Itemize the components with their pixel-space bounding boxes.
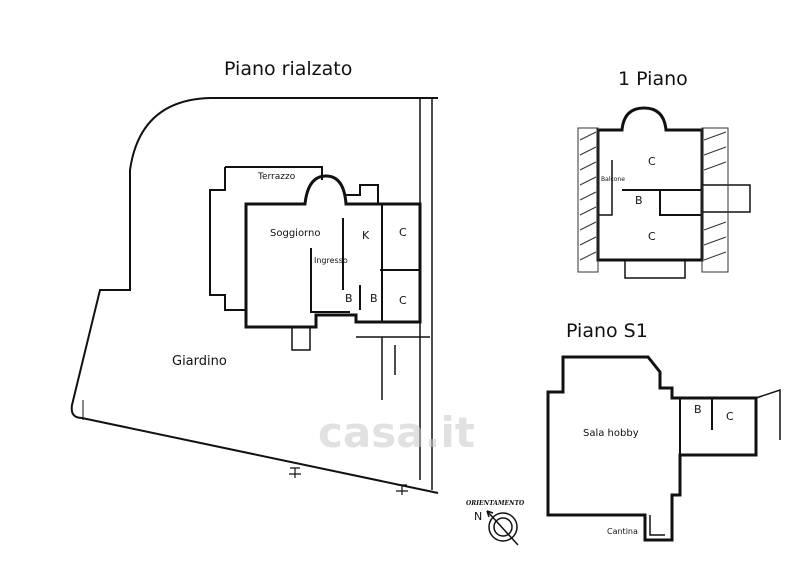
basement-room-cellar: Cantina (607, 527, 638, 536)
orientation-north: N (474, 510, 483, 523)
first-room-bedroom-2: C (648, 230, 656, 243)
garden-markers (289, 467, 408, 495)
room-bath-2: B (370, 292, 378, 305)
room-living: Soggiorno (270, 228, 321, 239)
room-entrance: Ingresso (314, 256, 348, 265)
first-room-bath: B (635, 194, 643, 207)
room-terrace: Terrazzo (258, 172, 296, 182)
room-garden: Giardino (172, 354, 227, 369)
room-bedroom-1: C (399, 226, 407, 239)
basement-plan (546, 355, 781, 542)
basement-room-bath: B (694, 403, 702, 416)
room-kitchen: K (362, 229, 370, 242)
first-floor-hatching (577, 127, 729, 273)
room-bedroom-2: C (399, 294, 407, 307)
ground-floor-building (209, 166, 430, 400)
first-room-bedroom-1: C (648, 155, 656, 168)
title-ground-floor: Piano rialzato (224, 58, 353, 80)
room-bath-1: B (345, 292, 353, 305)
title-basement: Piano S1 (566, 320, 648, 342)
compass-icon (486, 510, 519, 546)
watermark: casa.it (318, 408, 476, 457)
orientation-label: ORIENTAMENTO (466, 500, 525, 507)
first-room-balcony: Balcone (601, 176, 625, 183)
first-floor-plan (596, 106, 751, 279)
basement-room-bedroom: C (726, 410, 734, 423)
title-first-floor: 1 Piano (618, 68, 688, 90)
basement-room-hobby: Sala hobby (583, 428, 639, 439)
